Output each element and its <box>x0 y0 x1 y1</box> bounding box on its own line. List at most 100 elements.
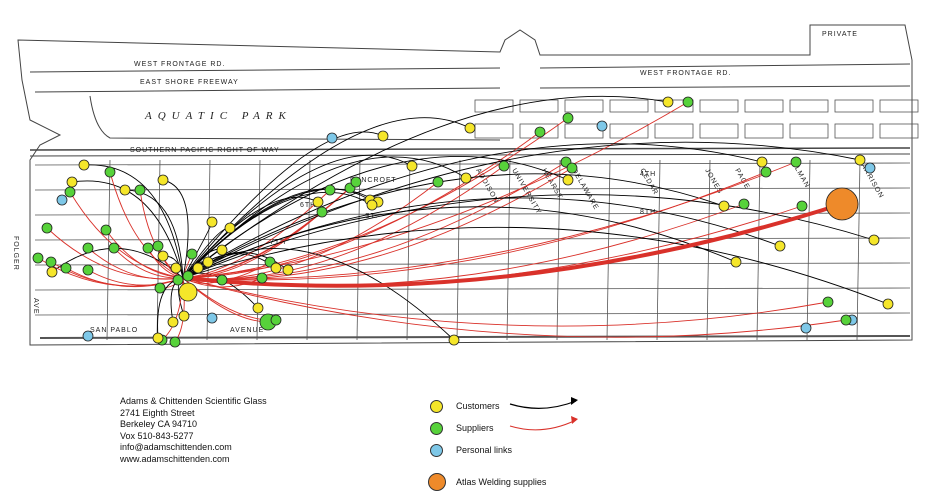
supplier-marker[interactable] <box>64 186 76 198</box>
supplier-marker[interactable] <box>152 240 164 252</box>
supplier-marker[interactable] <box>100 224 112 236</box>
supplier-marker[interactable] <box>534 126 546 138</box>
supplier-marker[interactable] <box>316 206 328 218</box>
customer-marker[interactable] <box>730 256 742 268</box>
customer-marker[interactable] <box>882 298 894 310</box>
supplier-marker[interactable] <box>154 282 166 294</box>
customer-marker[interactable] <box>460 172 472 184</box>
customer-marker[interactable] <box>178 282 198 302</box>
west-frontage-label-left: WEST FRONTAGE RD. <box>134 61 225 68</box>
4th-street-label: 4TH <box>640 171 656 178</box>
customer-marker[interactable] <box>464 122 476 134</box>
personal-link-marker[interactable] <box>864 162 876 174</box>
customer-marker[interactable] <box>756 156 768 168</box>
customer-marker[interactable] <box>216 244 228 256</box>
supplier-marker[interactable] <box>796 200 808 212</box>
customer-marker[interactable] <box>152 332 164 344</box>
supplier-dot-icon <box>430 421 443 435</box>
company-email[interactable]: info@adamschittenden.com <box>120 442 232 452</box>
customer-marker[interactable] <box>119 184 131 196</box>
company-web[interactable]: www.adamschittenden.com <box>120 453 230 464</box>
8th-street-label: 8TH <box>640 209 656 216</box>
supplier-marker[interactable] <box>324 184 336 196</box>
customer-marker[interactable] <box>178 310 190 322</box>
supplier-marker[interactable] <box>142 242 154 254</box>
supplier-marker[interactable] <box>822 296 834 308</box>
personal-link-marker[interactable] <box>206 312 218 324</box>
company-address: 2741 Eighth Street <box>120 407 195 418</box>
company-info: Adams & Chittenden Scientific Glass 2741… <box>120 396 267 465</box>
customer-marker[interactable] <box>66 176 78 188</box>
supplier-marker[interactable] <box>182 270 194 282</box>
supplier-marker[interactable] <box>216 274 228 286</box>
customer-marker[interactable] <box>854 154 866 166</box>
customer-marker[interactable] <box>206 216 218 228</box>
customer-link <box>182 143 763 279</box>
personal-link-marker[interactable] <box>800 322 812 334</box>
supplier-marker[interactable] <box>45 256 57 268</box>
supplier-marker[interactable] <box>82 242 94 254</box>
customer-marker[interactable] <box>312 196 324 208</box>
supplier-marker[interactable] <box>350 176 362 188</box>
supplier-marker[interactable] <box>562 112 574 124</box>
legend-suppliers-label: Suppliers <box>456 423 494 433</box>
customer-marker[interactable] <box>406 160 418 172</box>
supplier-marker[interactable] <box>108 242 120 254</box>
customer-marker[interactable] <box>78 159 90 171</box>
supplier-marker[interactable] <box>32 252 44 264</box>
supplier-marker[interactable] <box>840 314 852 326</box>
customer-marker[interactable] <box>662 96 674 108</box>
folger-label: FOLGER <box>12 236 19 271</box>
supplier-marker[interactable] <box>432 176 444 188</box>
supplier-marker[interactable] <box>134 184 146 196</box>
west-frontage-label-right: WEST FRONTAGE RD. <box>640 70 731 77</box>
customer-marker[interactable] <box>170 262 182 274</box>
supplier-marker[interactable] <box>172 274 184 286</box>
customer-marker[interactable] <box>448 334 460 346</box>
customer-marker[interactable] <box>167 316 179 328</box>
supplier-marker[interactable] <box>498 160 510 172</box>
supplier-marker[interactable] <box>738 198 750 210</box>
customer-marker[interactable] <box>157 250 169 262</box>
customer-marker[interactable] <box>282 264 294 276</box>
supplier-marker[interactable] <box>682 96 694 108</box>
supplier-marker[interactable] <box>186 248 198 260</box>
supplier-marker[interactable] <box>790 156 802 168</box>
supplier-marker[interactable] <box>82 264 94 276</box>
customer-dot-icon <box>430 399 443 413</box>
customer-link-arrow-icon <box>509 400 577 409</box>
personal-link-marker[interactable] <box>326 132 338 144</box>
customer-marker[interactable] <box>868 234 880 246</box>
company-phone: Vox 510-843-5277 <box>120 430 194 441</box>
customer-marker[interactable] <box>202 256 214 268</box>
supplier-marker[interactable] <box>760 166 772 178</box>
customer-marker[interactable] <box>270 262 282 274</box>
customer-link <box>83 164 184 279</box>
customer-link <box>182 131 384 279</box>
customer-marker[interactable] <box>192 262 204 274</box>
atlas-welding-marker[interactable] <box>825 187 859 221</box>
supplier-marker[interactable] <box>41 222 53 234</box>
customer-marker[interactable] <box>224 222 236 234</box>
supplier-marker[interactable] <box>169 336 181 348</box>
legend-personal: Personal links <box>430 442 512 458</box>
customer-marker[interactable] <box>562 174 574 186</box>
personal-link-marker[interactable] <box>56 194 68 206</box>
supplier-marker[interactable] <box>256 272 268 284</box>
supplier-link <box>182 181 357 279</box>
customer-marker[interactable] <box>377 130 389 142</box>
personal-link-marker[interactable] <box>82 330 94 342</box>
supplier-marker[interactable] <box>270 314 282 326</box>
supplier-marker[interactable] <box>60 262 72 274</box>
customer-marker[interactable] <box>366 199 378 211</box>
customer-marker[interactable] <box>774 240 786 252</box>
supplier-link <box>182 131 541 279</box>
supplier-marker[interactable] <box>104 166 116 178</box>
personal-link-marker[interactable] <box>596 120 608 132</box>
customer-marker[interactable] <box>718 200 730 212</box>
customer-marker[interactable] <box>46 266 58 278</box>
customer-marker[interactable] <box>157 174 169 186</box>
southern-pacific-label: SOUTHERN PACIFIC RIGHT OF WAY <box>130 147 280 154</box>
supplier-marker[interactable] <box>566 162 578 174</box>
customer-marker[interactable] <box>252 302 264 314</box>
